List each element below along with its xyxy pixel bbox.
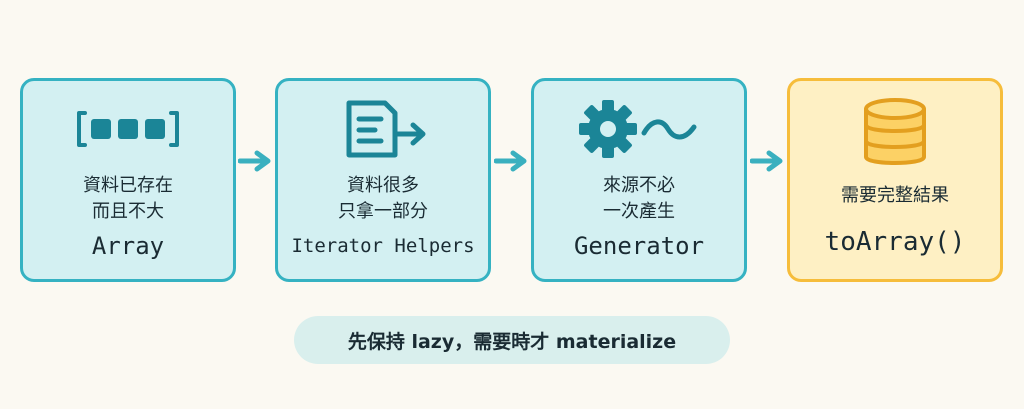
step-description-line: 資料已存在 [83,175,173,196]
step-code-label: toArray() [824,227,966,257]
step-description-line: 來源不必 [603,175,675,196]
step-code-label: Iterator Helpers [291,235,475,257]
array-icon [23,97,233,161]
step-code-label: Array [91,232,165,260]
step-description-line: 只拿一部分 [338,201,428,222]
step-card-generator: 來源不必 一次產生 Generator [531,78,747,282]
arrow-right-icon [238,150,271,172]
step-description: 來源不必 一次產生 [534,173,744,225]
step-card-to-array: 需要完整結果 toArray() [787,78,1003,282]
step-description: 資料已存在 而且不大 [23,173,233,225]
iterator-icon [278,97,488,161]
step-code-label: Generator [573,232,705,260]
step-description-line: 資料很多 [347,175,419,196]
step-card-iterator-helpers: 資料很多 只拿一部分 Iterator Helpers [275,78,491,282]
step-description-line: 一次產生 [603,201,675,222]
database-icon [790,95,1000,171]
step-description-line: 而且不大 [92,201,164,222]
generator-icon [534,97,744,161]
step-description: 需要完整結果 [790,183,1000,209]
summary-pill: 先保持 lazy，需要時才 materialize [294,316,730,364]
step-card-array: 資料已存在 而且不大 Array [20,78,236,282]
arrow-right-icon [494,150,527,172]
arrow-right-icon [750,150,783,172]
step-description-line: 需要完整結果 [841,185,949,206]
step-description: 資料很多 只拿一部分 [278,173,488,225]
